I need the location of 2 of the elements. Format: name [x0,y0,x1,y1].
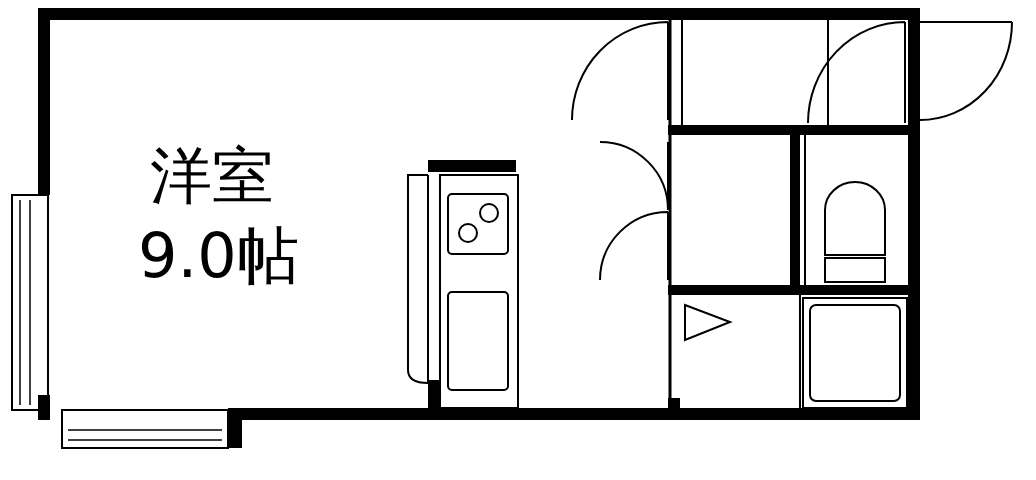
room-name: 洋室 [150,145,274,207]
room-size: 9.0帖 [138,225,299,287]
